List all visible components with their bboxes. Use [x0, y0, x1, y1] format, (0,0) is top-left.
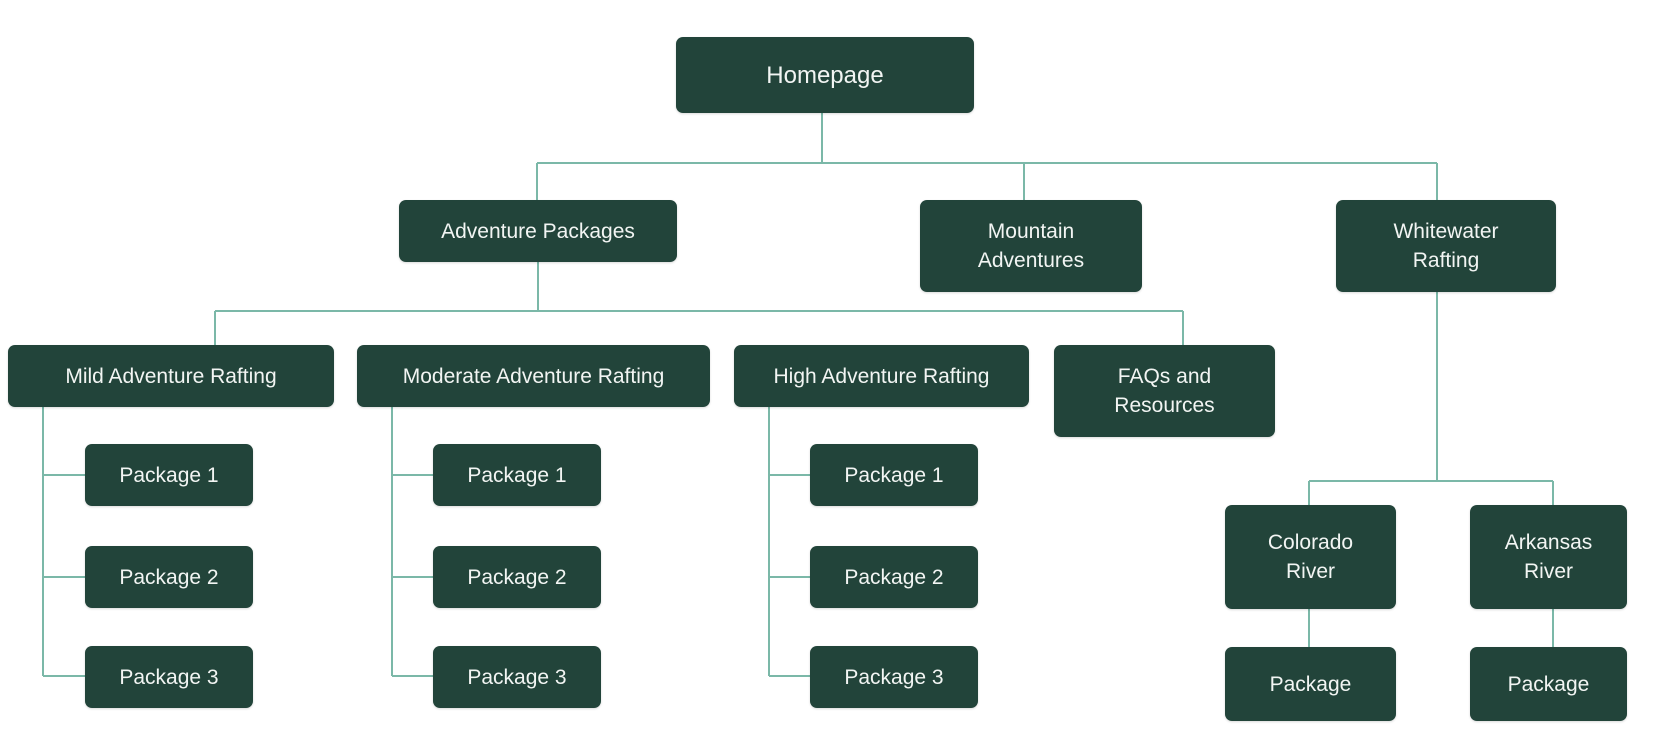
node-high-package-1[interactable]: Package 1: [810, 444, 978, 506]
node-label: Package: [1507, 672, 1590, 696]
node-label: Homepage: [766, 61, 884, 89]
node-label: Adventure Packages: [441, 219, 635, 243]
node-colorado-package[interactable]: Package: [1225, 647, 1396, 721]
node-moderate-package-3[interactable]: Package 3: [433, 646, 601, 708]
node-label: Package 2: [467, 565, 567, 589]
node-arkansas-package[interactable]: Package: [1470, 647, 1627, 721]
connector-adventure-packages-bus: [214, 261, 1184, 345]
connector-high-packages: [768, 406, 811, 677]
node-mild-package-1[interactable]: Package 1: [85, 444, 253, 506]
connector-homepage-bus: [536, 112, 1438, 200]
node-label: Mountain Adventures: [977, 220, 1085, 272]
node-adventure-packages[interactable]: Adventure Packages: [399, 200, 677, 262]
node-mild-adventure-rafting[interactable]: Mild Adventure Rafting: [8, 345, 334, 407]
node-label: Colorado River: [1267, 531, 1354, 583]
node-label: Package: [1269, 672, 1352, 696]
node-high-package-2[interactable]: Package 2: [810, 546, 978, 608]
node-label: Mild Adventure Rafting: [65, 364, 277, 388]
node-label: Package 3: [119, 665, 219, 689]
node-high-adventure-rafting[interactable]: High Adventure Rafting: [734, 345, 1029, 407]
connector-whitewater-rivers: [1308, 291, 1554, 506]
node-moderate-adventure-rafting[interactable]: Moderate Adventure Rafting: [357, 345, 710, 407]
node-label: Package 3: [467, 665, 567, 689]
node-homepage[interactable]: Homepage: [676, 37, 974, 113]
node-label: High Adventure Rafting: [773, 364, 990, 388]
node-colorado-river[interactable]: Colorado River: [1225, 505, 1396, 609]
node-label: FAQs and Resources: [1114, 365, 1215, 417]
node-high-package-3[interactable]: Package 3: [810, 646, 978, 708]
node-label: Package 1: [119, 463, 219, 487]
node-label: Package 1: [844, 463, 944, 487]
node-label: Package 3: [844, 665, 944, 689]
connector-mild-packages: [42, 406, 85, 677]
node-moderate-package-2[interactable]: Package 2: [433, 546, 601, 608]
node-arkansas-river[interactable]: Arkansas River: [1470, 505, 1627, 609]
node-label: Package 2: [844, 565, 944, 589]
node-whitewater-rafting[interactable]: Whitewater Rafting: [1336, 200, 1556, 292]
node-label: Arkansas River: [1504, 531, 1593, 583]
node-label: Moderate Adventure Rafting: [402, 364, 665, 388]
node-mild-package-2[interactable]: Package 2: [85, 546, 253, 608]
node-mountain-adventures[interactable]: Mountain Adventures: [920, 200, 1142, 292]
node-faqs-and-resources[interactable]: FAQs and Resources: [1054, 345, 1275, 437]
node-moderate-package-1[interactable]: Package 1: [433, 444, 601, 506]
node-label: Package 1: [467, 463, 567, 487]
node-label: Package 2: [119, 565, 219, 589]
node-mild-package-3[interactable]: Package 3: [85, 646, 253, 708]
connector-moderate-packages: [391, 406, 434, 677]
node-label: Whitewater Rafting: [1393, 220, 1499, 272]
